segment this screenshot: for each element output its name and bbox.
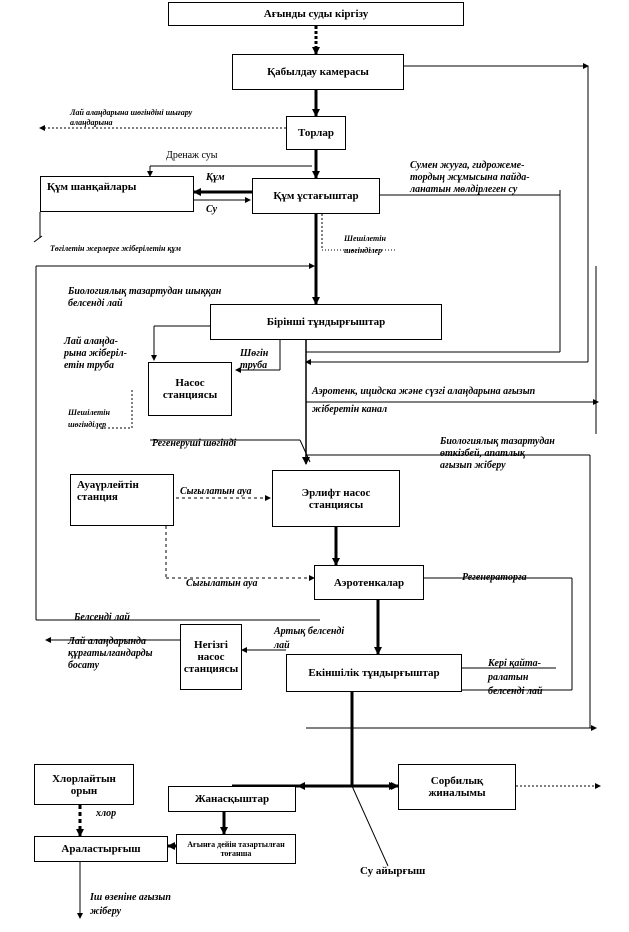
label-bypass-1: Аэротенк, ицидска және сүзгі алаңдарына … bbox=[312, 386, 536, 397]
label-bio-bypass-1: Биологиялық тазартудан bbox=[440, 436, 555, 447]
box-incoming: Ағынды суды кіргізу bbox=[168, 2, 464, 26]
box-chlorinator: Хлорлайтын орын bbox=[34, 764, 134, 805]
box-receiving: Қабылдау камерасы bbox=[232, 54, 404, 90]
label-bio-bypass-2: өткізбей, апатлық bbox=[440, 448, 525, 459]
label-sand-to-disposal: Төгілетін жерлерге жіберілетін құм bbox=[50, 244, 181, 253]
label-return-sludge: Регенеруші шөгінді bbox=[152, 438, 237, 449]
label-sludge-beds-2: құрғатылғандарды bbox=[68, 648, 153, 659]
label-compressed-air-1: Сығылатын ауа bbox=[180, 486, 252, 497]
label-raw-pipe-2: труба bbox=[240, 360, 268, 371]
box-primary-settlers: Бірінші тұндырғыштар bbox=[210, 304, 442, 340]
box-sand-traps: Құм ұстағыштар bbox=[252, 178, 380, 214]
box-air-blower: Ауаүрлейтін станция bbox=[70, 474, 174, 526]
label-floating-1a: Шешілетін bbox=[344, 234, 386, 243]
label-chlorine: хлор bbox=[96, 808, 117, 819]
label-floating-2b: шөгінділер bbox=[68, 420, 107, 429]
box-absorption-fields: Сорбилық жиналымы bbox=[398, 764, 516, 810]
box-pump-station: Насос станциясы bbox=[148, 362, 232, 416]
label-bio-sludge-1: Биологиялық тазартудан шыққан bbox=[68, 286, 222, 297]
label-active-sludge: Белсенді лай bbox=[74, 612, 130, 623]
label-return-3: белсенді лай bbox=[488, 686, 543, 697]
label-sludge-beds-1: Лай алаңдарында bbox=[68, 636, 147, 647]
label-discharge-2: жіберу bbox=[90, 906, 122, 917]
label-to-regenerator: Регенераторға bbox=[462, 572, 527, 583]
label-pipe-to-beds-1: Лай алаңда- bbox=[64, 336, 118, 347]
label-wash-water-1: Сумен жууға, гидрожеме- bbox=[410, 160, 525, 171]
label-excess-1: Артық белсенді bbox=[274, 626, 345, 637]
box-contact-to-discharge: Ағынға дейін тазартылған тоғанша bbox=[176, 834, 296, 864]
label-water-word: Су bbox=[206, 204, 218, 215]
box-contact-tanks: Жанасқыштар bbox=[168, 786, 296, 812]
box-aerotanks: Аэротенкалар bbox=[314, 565, 424, 600]
box-mixer: Араластырғыш bbox=[34, 836, 168, 862]
label-compressed-air-2: Сығылатын ауа bbox=[186, 578, 258, 589]
label-bio-bypass-3: ағызып жіберу bbox=[440, 460, 506, 471]
box-secondary-settlers: Екіншілік тұндырғыштар bbox=[286, 654, 462, 692]
box-airlift-pump: Эрлифт насос станциясы bbox=[272, 470, 400, 527]
label-drainage-water: Дренаж суы bbox=[166, 150, 218, 161]
box-sand-bunkers: Құм шанқайлары bbox=[40, 176, 194, 212]
label-discharge-1: Іш өзеніне ағызып bbox=[90, 892, 171, 903]
label-pipe-to-beds-2: рына жіберіл- bbox=[64, 348, 127, 359]
label-wash-water-3: ланатын мөлдірлеген су bbox=[410, 184, 518, 195]
label-water-outlet: Су айырғыш bbox=[360, 865, 426, 877]
label-pipe-to-beds-3: етін труба bbox=[64, 360, 114, 371]
box-screens: Торлар bbox=[286, 116, 346, 150]
box-sludge-pump: Негізгі насос станциясы bbox=[180, 624, 242, 690]
label-return-2: ралатын bbox=[488, 672, 529, 683]
label-sludge-beds-3: босату bbox=[68, 660, 100, 671]
label-sludge-to-beds: Лай алаңдарына шөгіндіні шығару bbox=[70, 108, 193, 117]
label-wash-water-2: тордың жұмысына пайда- bbox=[410, 172, 530, 183]
label-sand-word: Құм bbox=[206, 172, 225, 183]
label-return-1: Кері қайта- bbox=[488, 658, 541, 669]
label-floating-2a: Шешілетін bbox=[68, 408, 110, 417]
label-floating-1b: шөгінділер bbox=[344, 246, 383, 255]
label-sludge-to-beds-2: алаңдарына bbox=[70, 118, 113, 127]
label-raw-pipe-1: Шөгін bbox=[240, 348, 269, 359]
label-excess-2: лай bbox=[274, 640, 290, 651]
label-bio-sludge-2: белсенді лай bbox=[68, 298, 123, 309]
label-bypass-2: жіберетін канал bbox=[312, 404, 388, 415]
